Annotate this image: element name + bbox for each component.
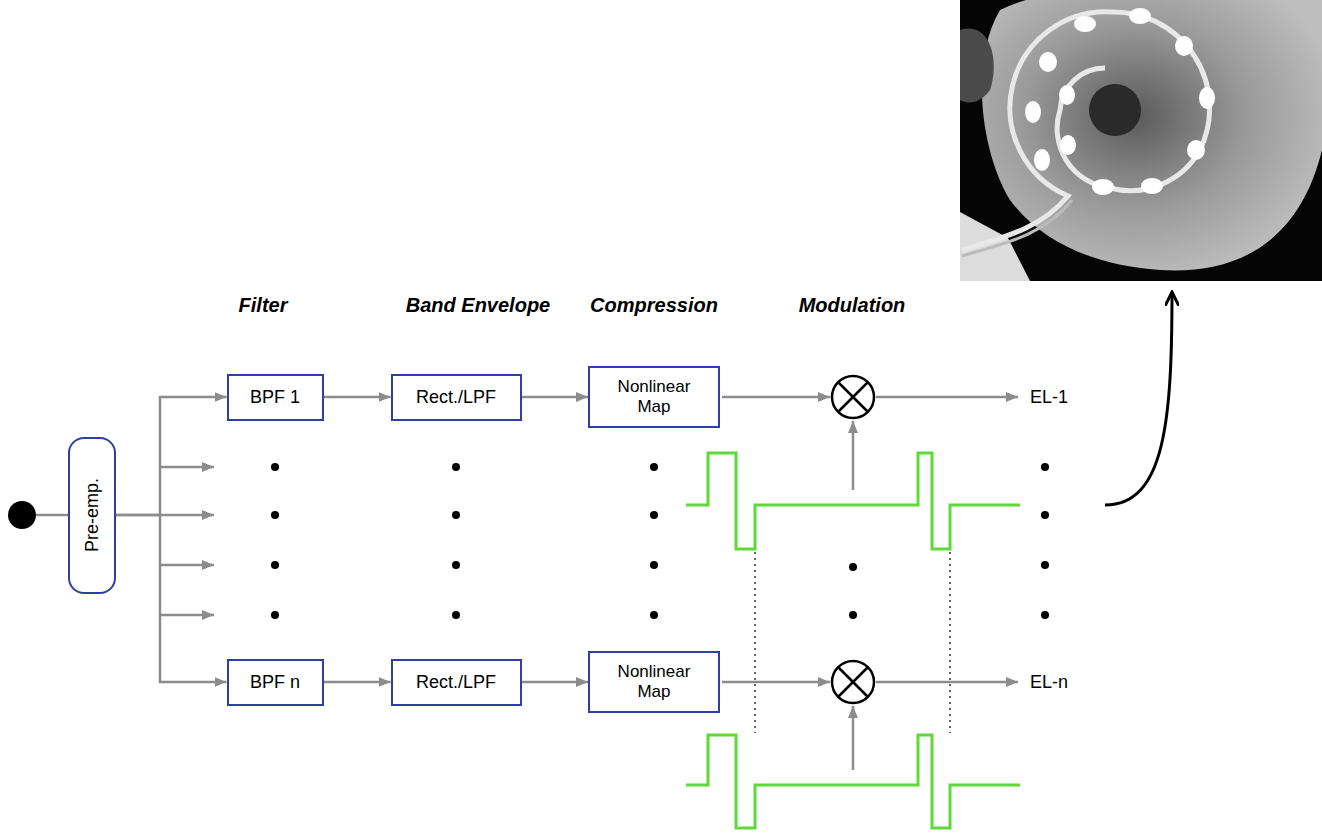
input-wire — [36, 514, 68, 517]
ellipsis-dot — [650, 611, 658, 619]
signal-arrow — [522, 396, 589, 399]
branch-arrow — [160, 514, 214, 517]
electrode-contact — [1175, 36, 1193, 56]
box-text: Rect./LPF — [403, 387, 510, 408]
multiplier-circle — [832, 376, 874, 418]
box-text: Nonlinear Map — [608, 662, 700, 701]
signal-arrow — [324, 681, 391, 684]
box-text: BPF 1 — [239, 387, 312, 408]
multiplier-cross — [838, 667, 868, 697]
ellipsis-dot — [452, 611, 460, 619]
stage-heading: Filter — [239, 294, 288, 317]
branch-arrows — [160, 467, 214, 615]
filter-box: BPF n — [227, 659, 324, 706]
ellipsis-dot — [650, 463, 658, 471]
box-text: Pre-emp. — [82, 478, 103, 552]
multiplier-cross — [838, 382, 868, 412]
electrode-contact — [1092, 179, 1114, 195]
stage-heading: Compression — [590, 294, 718, 317]
electrode-contacts — [1025, 8, 1215, 195]
multiplier-circle — [832, 661, 874, 703]
electrode-contact — [1034, 149, 1050, 171]
electrode-contact — [1039, 52, 1057, 72]
ellipsis-dot — [1041, 611, 1049, 619]
electrode-contact — [1141, 178, 1163, 194]
ellipsis-dot — [1041, 561, 1049, 569]
cochlea-shadow — [982, 0, 1322, 270]
ellipsis-dot — [271, 611, 279, 619]
electrode-label: EL-n — [1030, 672, 1068, 693]
signal-arrow — [522, 681, 589, 684]
modulation-wires — [722, 397, 1018, 770]
ellipsis-dot — [452, 463, 460, 471]
box-text: BPF n — [239, 672, 312, 693]
multiplier-symbol — [832, 661, 874, 703]
cochlea-apex — [1089, 84, 1141, 136]
ellipsis-dot — [1041, 463, 1049, 471]
wire-arrow — [722, 681, 830, 684]
electrode-contact — [1025, 101, 1041, 123]
ellipsis-dot — [271, 561, 279, 569]
ellipsis-dot — [849, 563, 857, 571]
signal-arrow — [116, 515, 227, 682]
multiplier-cross — [838, 667, 868, 697]
ellipsis-dot — [452, 511, 460, 519]
pre-emphasis-box: Pre-emp. — [68, 437, 116, 594]
box-text: Rect./LPF — [403, 672, 510, 693]
electrode-contact — [1199, 87, 1215, 109]
pulse-train — [686, 453, 1020, 549]
ellipsis-dot — [271, 463, 279, 471]
signal-arrow — [116, 397, 227, 515]
xray-image — [960, 0, 1322, 281]
output-arrow — [876, 681, 1018, 684]
multiplier-symbol — [832, 376, 874, 418]
ellipsis-dot — [650, 561, 658, 569]
envelope-box: Rect./LPF — [391, 659, 522, 706]
bone-shadow — [960, 28, 994, 102]
stage-heading: Modulation — [799, 294, 906, 317]
filter-box: BPF 1 — [227, 374, 324, 421]
ellipsis-dot — [1041, 511, 1049, 519]
branch-arrow — [160, 466, 214, 469]
ellipsis-dot — [849, 611, 857, 619]
compression-box: Nonlinear Map — [588, 651, 720, 713]
electrode-contact — [1187, 140, 1205, 160]
electrode-label: EL-1 — [1030, 387, 1068, 408]
curved-arrow — [1105, 292, 1172, 505]
input-dot — [8, 501, 36, 529]
electrode-contact — [1060, 135, 1076, 155]
ellipsis-dot — [650, 511, 658, 519]
compression-box: Nonlinear Map — [588, 366, 720, 428]
signal-arrow — [324, 396, 391, 399]
ellipsis-dot — [452, 561, 460, 569]
timing-line — [949, 552, 951, 733]
box-text: Nonlinear Map — [608, 377, 700, 416]
envelope-box: Rect./LPF — [391, 374, 522, 421]
multiplier-cross — [838, 382, 868, 412]
electrode-contact — [1129, 8, 1151, 24]
electrode-contact — [1059, 85, 1075, 105]
branch-arrow — [160, 564, 214, 567]
output-arrow — [876, 396, 1018, 399]
ellipsis-dot — [271, 511, 279, 519]
pulse-train — [686, 735, 1020, 828]
electrode-lead — [962, 12, 1210, 250]
electrode-lead — [962, 200, 1072, 256]
carrier-arrow — [852, 706, 855, 770]
carrier-arrow — [852, 421, 855, 490]
stage-heading: Band Envelope — [406, 294, 550, 317]
branch-arrow — [160, 614, 214, 617]
wire-arrow — [722, 396, 830, 399]
timing-line — [754, 552, 756, 733]
electrode-contact — [1074, 16, 1096, 32]
